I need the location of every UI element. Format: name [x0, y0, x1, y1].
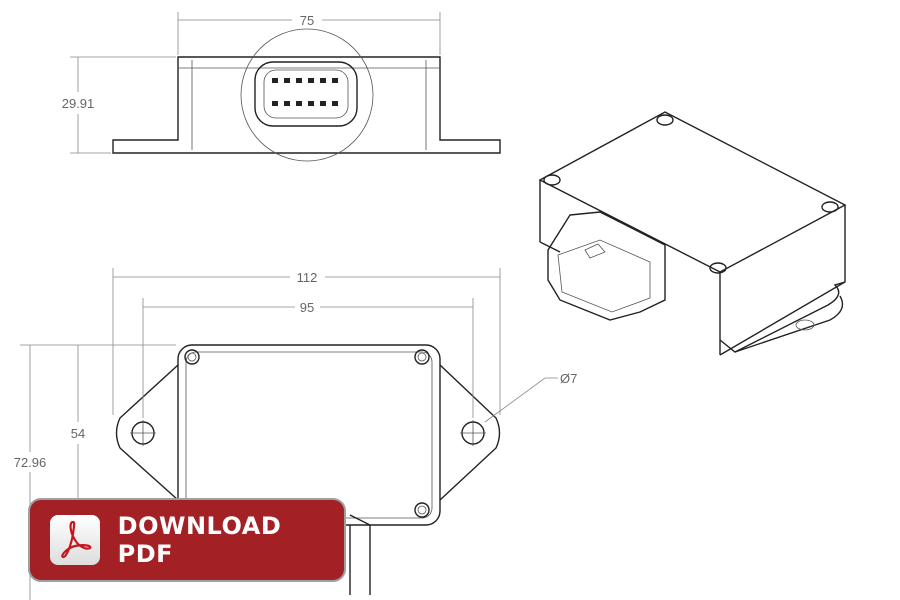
- download-pdf-label: DOWNLOAD PDF: [117, 512, 282, 568]
- isometric-view: [538, 111, 847, 356]
- dim-hole-spacing: 95: [300, 300, 314, 315]
- adobe-pdf-icon: [50, 515, 100, 565]
- dim-overall-width: 112: [297, 270, 318, 285]
- dim-body-depth: 54: [71, 426, 85, 441]
- connector-detail-circle: [240, 28, 374, 162]
- dim-top-height: 29.91: [62, 96, 95, 111]
- dim-hole-diameter: Ø7: [560, 371, 577, 386]
- dim-top-width: 75: [300, 13, 314, 28]
- front-view: 75 29.91: [62, 12, 501, 162]
- download-pdf-button[interactable]: DOWNLOAD PDF: [28, 498, 346, 582]
- dim-overall-depth: 72.96: [14, 455, 47, 470]
